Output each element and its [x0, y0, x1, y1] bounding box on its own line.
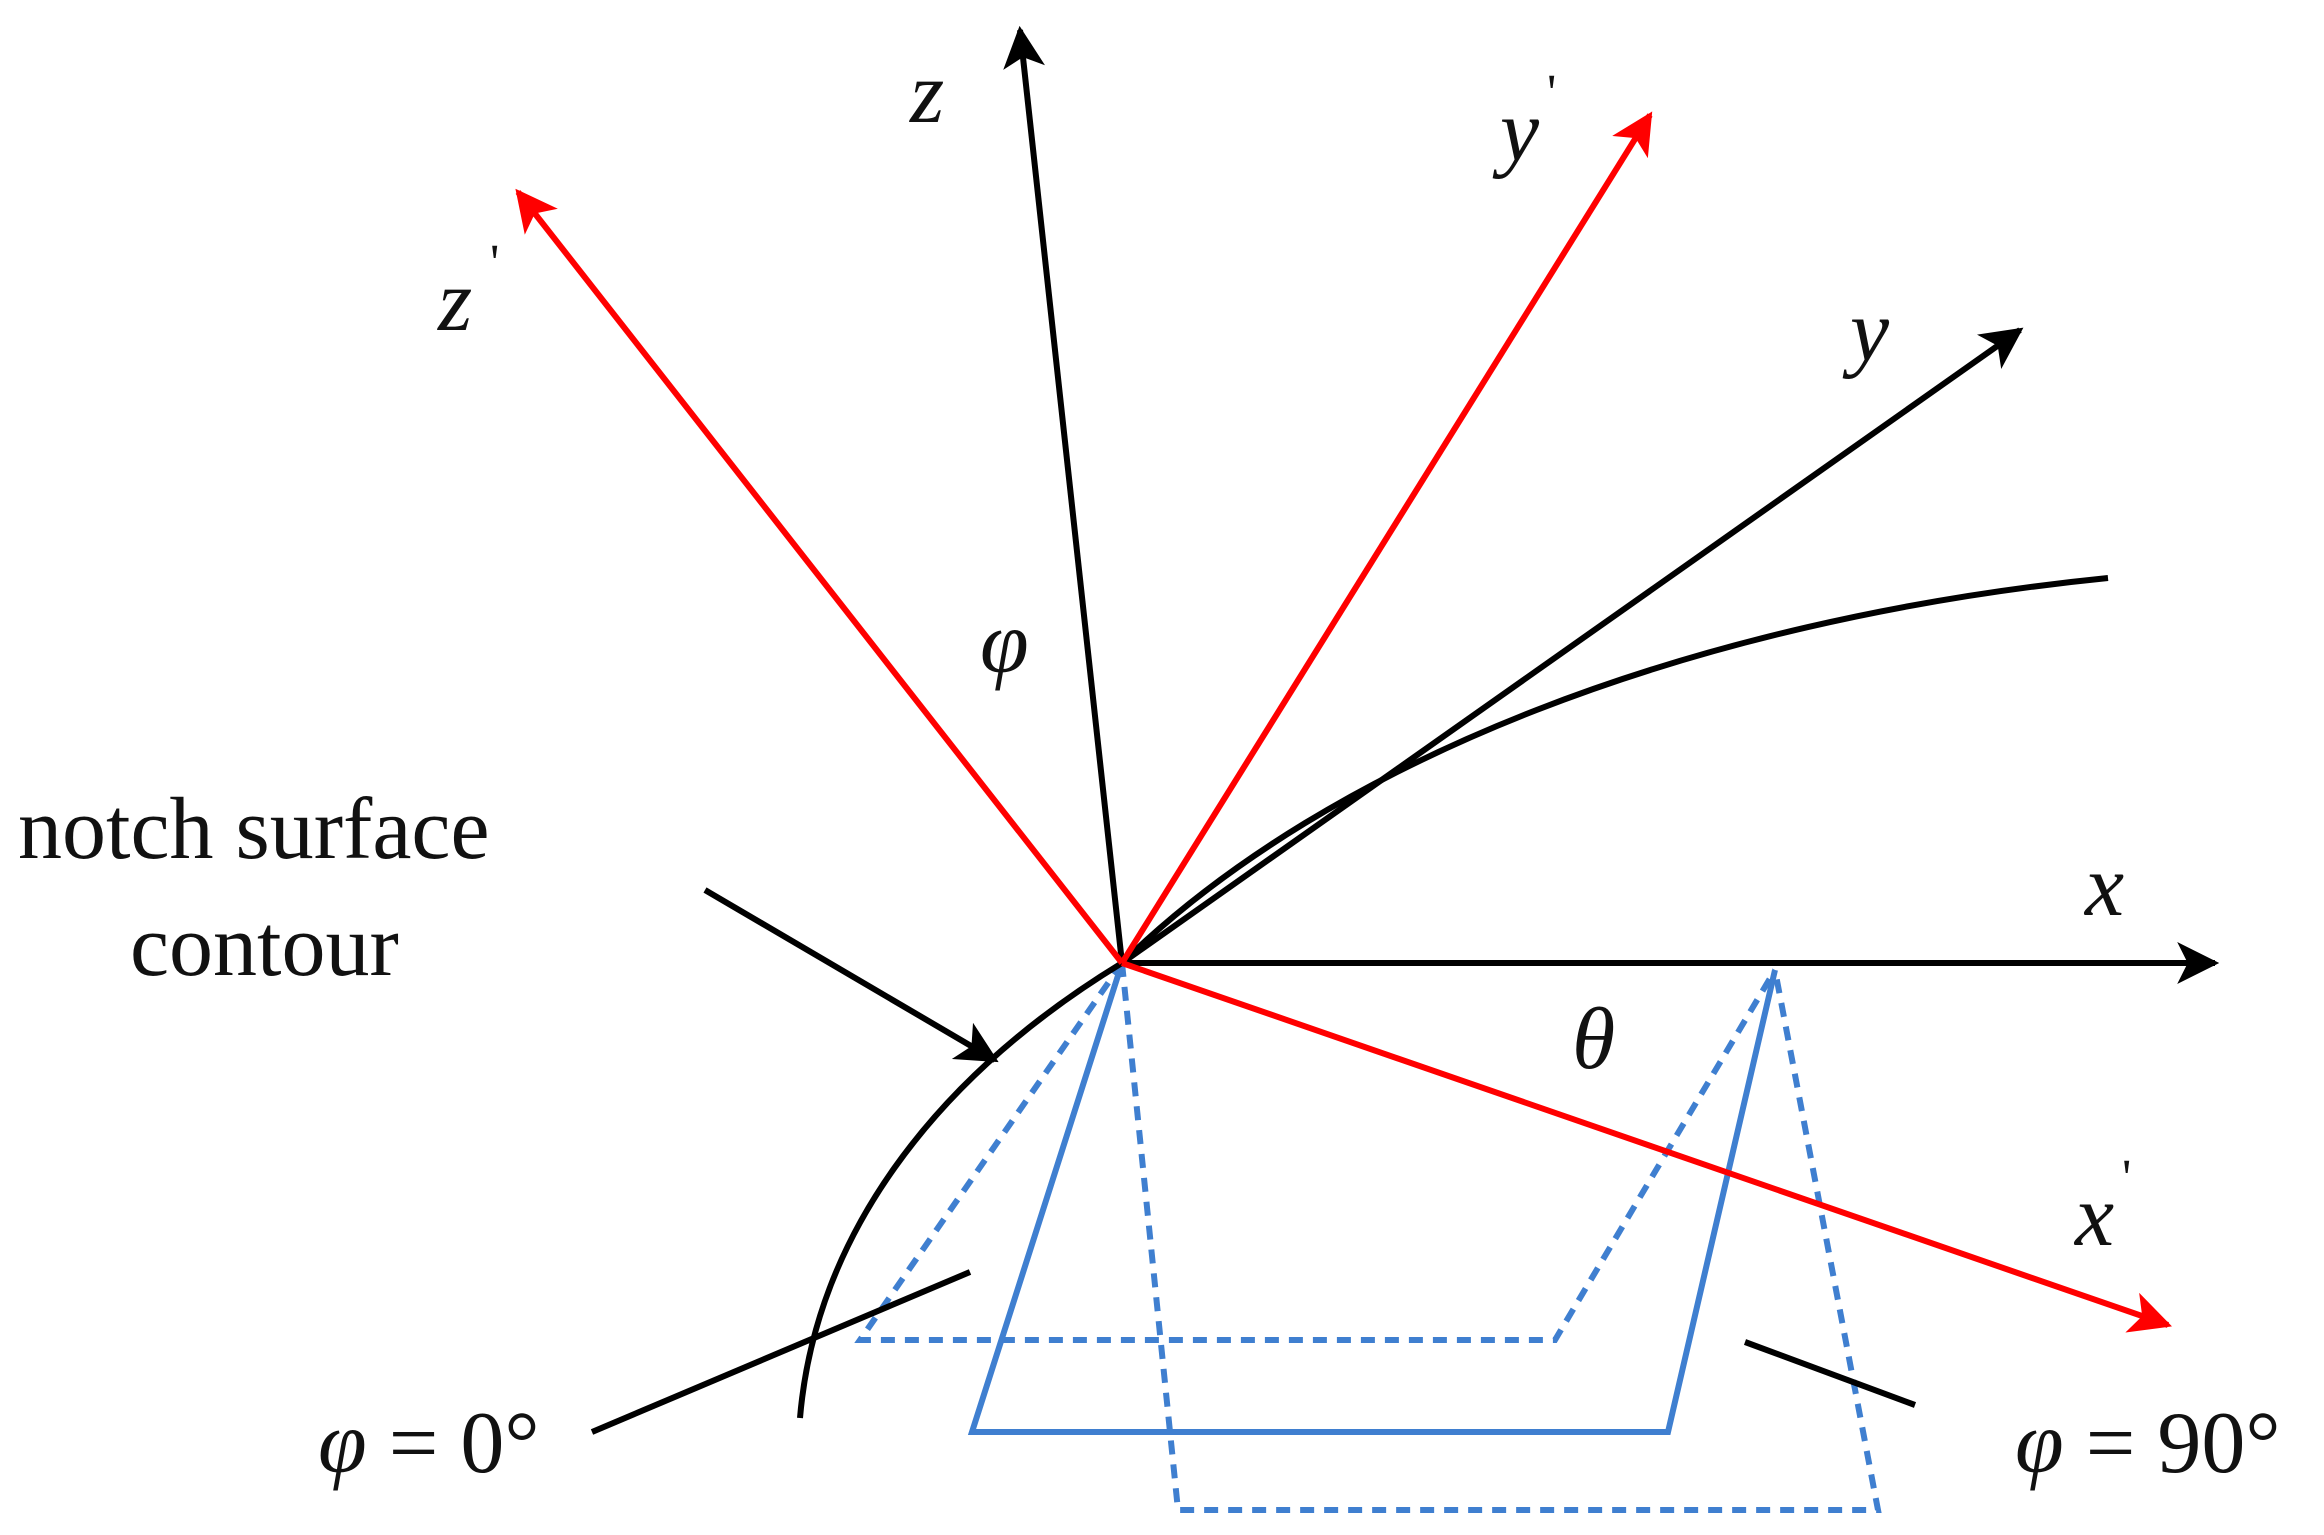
dashed-plane-phi0: [854, 961, 1778, 1343]
notch-contour-leader: [703, 887, 999, 1063]
dashed-plane-phi90: [1119, 962, 1882, 1513]
phi-angle-label: φ: [980, 595, 1029, 692]
theta-angle-label: θ: [1572, 991, 1615, 1088]
z-axis-label: z: [909, 45, 944, 142]
notch-contour-curve: [797, 575, 2109, 1419]
phi90-label: φ = 90°: [2015, 1395, 2281, 1492]
y-prime-label: y ': [1492, 65, 1556, 180]
y-axis-label: y: [1842, 283, 1890, 380]
z-axis: [1003, 25, 1125, 964]
svg-text:': ': [2122, 1150, 2131, 1207]
svg-text:': ': [1547, 65, 1556, 122]
notch-surface-label-line2: contour: [130, 898, 399, 995]
x-prime-label: x ': [2073, 1150, 2131, 1265]
z-prime-axis: [515, 188, 1125, 965]
y-prime-axis: [1119, 111, 1653, 965]
rotated-axes: [515, 111, 2172, 1333]
z-prime-label: z ': [437, 235, 499, 350]
svg-text:': ': [490, 235, 499, 292]
notch-planes: [854, 961, 1882, 1513]
svg-text:y: y: [1492, 83, 1540, 180]
phi0-leader: [590, 1269, 972, 1435]
notch-surface-label-line1: notch surface: [18, 781, 490, 878]
y-axis: [1120, 327, 2024, 966]
leader-lines: [590, 887, 1917, 1435]
x-axis-label: x: [2083, 838, 2124, 935]
solid-plane-phi0: [967, 962, 1778, 1435]
phi90-leader: [1743, 1339, 1917, 1408]
x-prime-axis: [1121, 960, 2172, 1333]
original-axes: [1003, 25, 2220, 984]
svg-text:z: z: [437, 253, 472, 350]
svg-text:x: x: [2073, 1168, 2114, 1265]
phi0-label: φ = 0°: [318, 1395, 540, 1492]
